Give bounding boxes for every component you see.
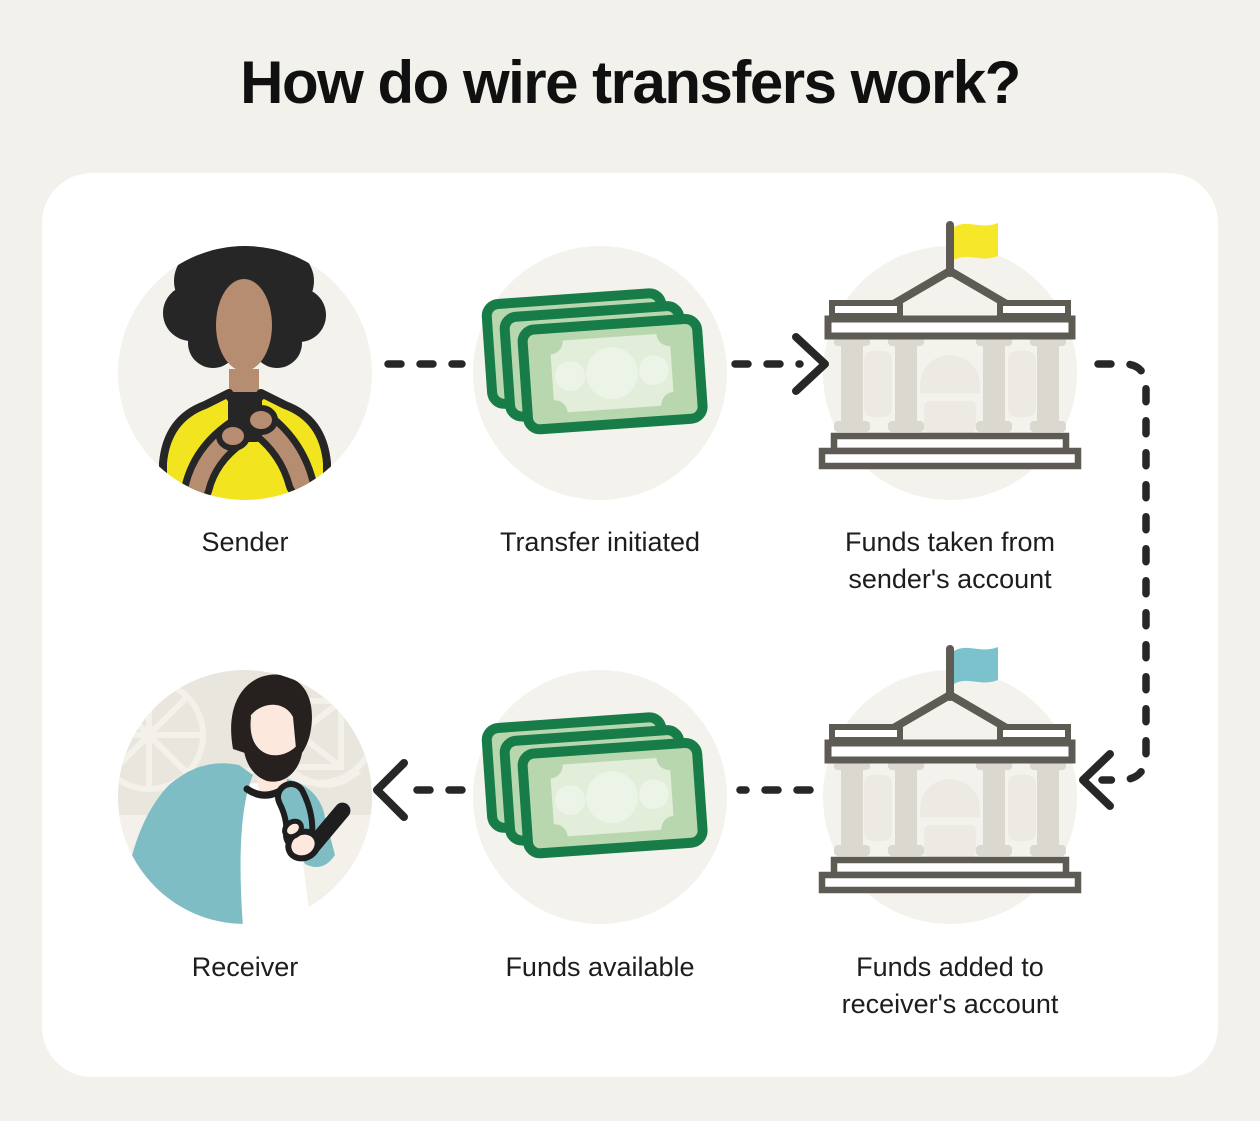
money-bills-icon [473,246,727,500]
yellow-flag [954,223,998,260]
step-label-receiver: Receiver [191,952,299,982]
step-label-funds-available: Funds available [505,952,695,982]
person-sender-icon [118,246,372,500]
step-label-funds-taken: Funds taken from sender's account [844,527,1056,594]
step-label-transfer-initiated: Transfer initiated [499,527,701,557]
page-title: How do wire transfers work? [240,49,1021,116]
step-label-funds-added: Funds added to receiver's account [841,952,1059,1019]
person-receiver-icon [118,670,372,924]
step-label-sender: Sender [201,527,289,557]
teal-flag [954,647,998,684]
bank-teal-flag-icon [818,645,1082,924]
money-bills-icon [473,670,727,924]
bank-yellow-flag-icon [818,221,1082,500]
